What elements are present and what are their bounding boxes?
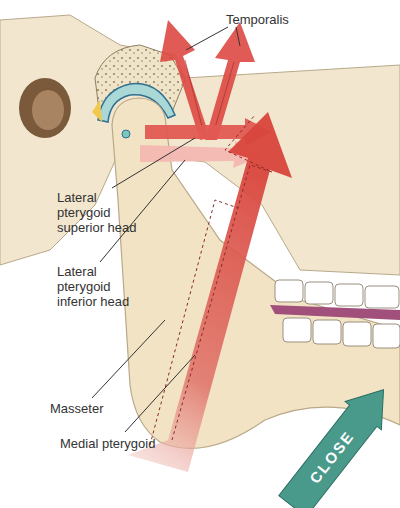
muscle-label: Lateral pterygoid inferior head [57, 264, 147, 309]
muscle-label: Lateral pterygoid superior head [57, 190, 147, 235]
muscle-label: Masseter [50, 401, 130, 416]
muscle-label: Temporalis [226, 12, 316, 27]
arrow-text: CLOSE [285, 401, 377, 508]
muscle-label: Medial pterygoid [60, 436, 180, 451]
